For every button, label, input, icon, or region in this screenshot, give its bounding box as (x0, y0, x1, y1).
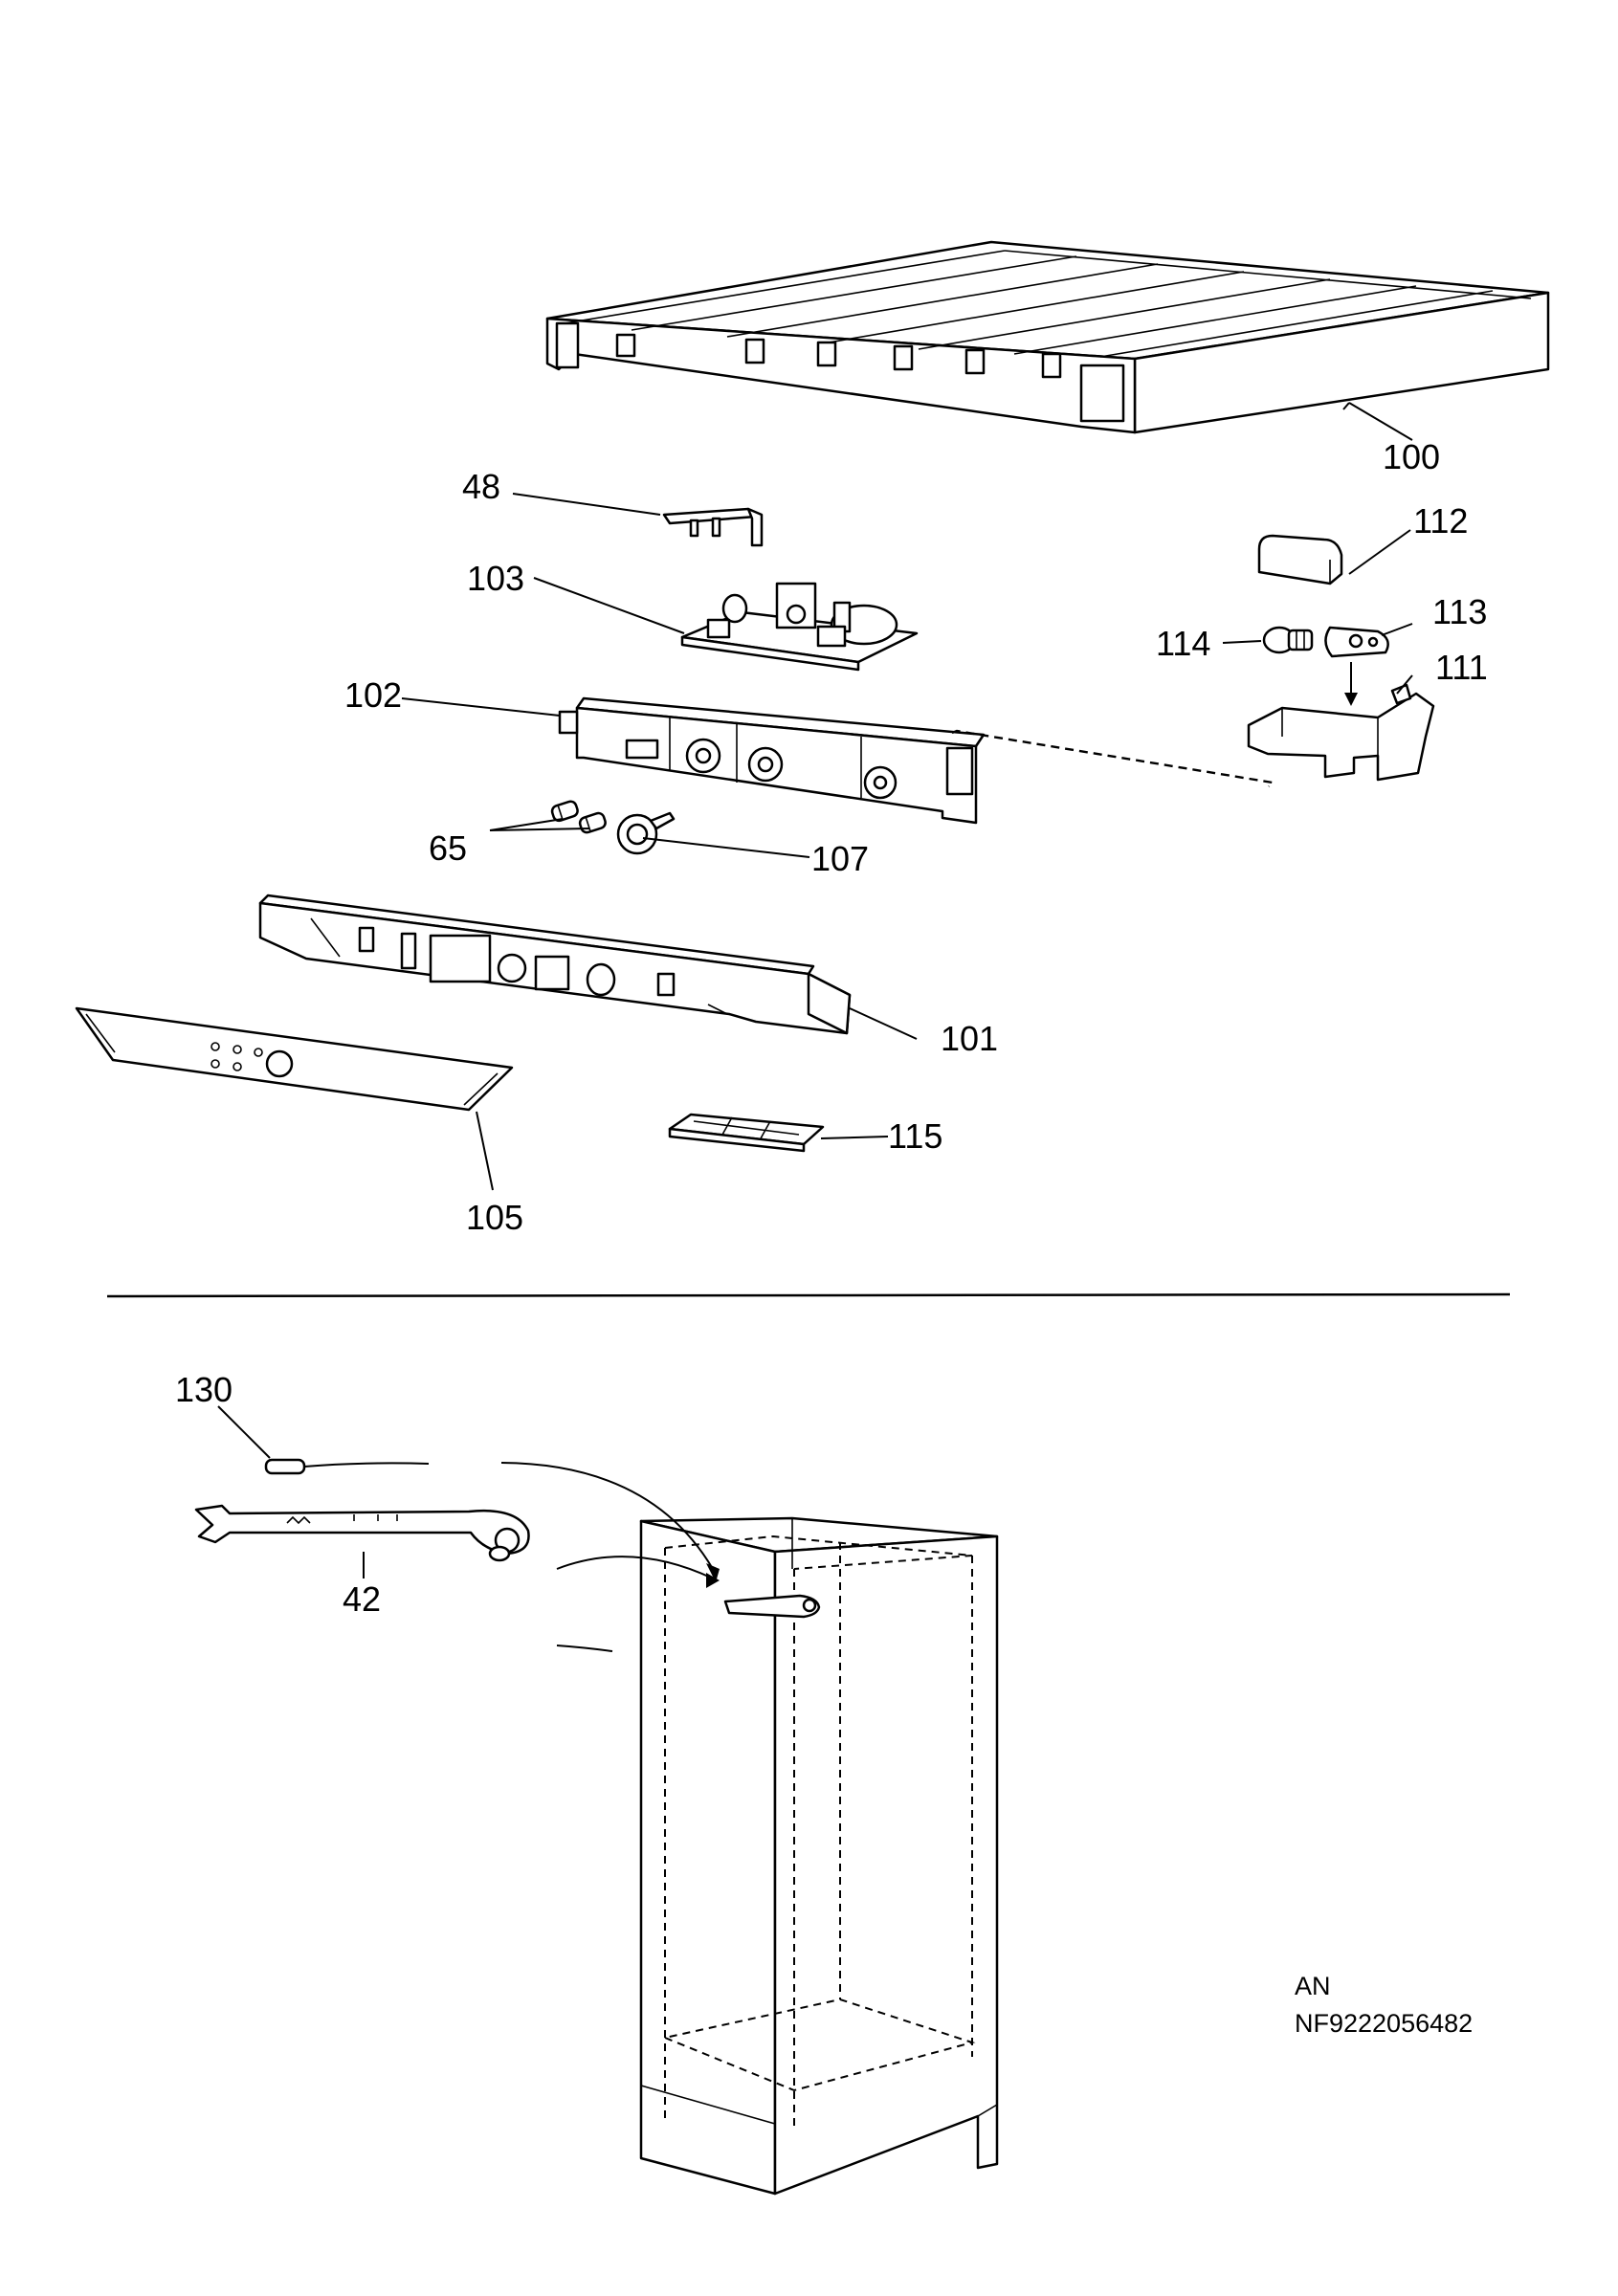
callout-101: 101 (941, 1019, 998, 1058)
cabinet (639, 1516, 999, 2196)
part-113-lamp-holder (1324, 626, 1389, 658)
callout-65: 65 (429, 828, 467, 868)
part-112-cap (1257, 534, 1343, 585)
callout-105: 105 (466, 1198, 523, 1237)
callout-130: 130 (175, 1370, 233, 1409)
callout-107: 107 (811, 839, 869, 878)
callout-48: 48 (462, 467, 500, 506)
part-107-knob (616, 811, 676, 855)
drawing-code: AN NF9222056482 (1295, 1972, 1473, 2038)
section-separator (106, 1292, 1511, 1298)
callout-103: 103 (467, 559, 524, 598)
part-105-decor-panel (75, 1006, 514, 1112)
drawing-code-line-2: NF9222056482 (1295, 2009, 1473, 2038)
part-100-top-panel (545, 240, 1550, 434)
part-48-pin-strip (662, 507, 764, 547)
callout-111: 111 (1435, 648, 1488, 687)
part-103-circuit-board (680, 582, 919, 672)
part-42-spray-arm (194, 1504, 530, 1562)
drawing-code-line-1: AN (1295, 1972, 1331, 2000)
part-65-buttons (550, 800, 607, 834)
part-111-lamp-housing (1247, 683, 1435, 782)
leader-lines (217, 402, 1413, 1578)
part-102-control-housing (558, 696, 986, 825)
callout-42: 42 (343, 1579, 381, 1619)
callout-115: 115 (888, 1116, 942, 1156)
callout-labels: 100 48 103 102 65 107 101 105 115 112 11… (175, 437, 1488, 1619)
mounted-spray-arm (723, 1594, 821, 1619)
callout-100: 100 (1383, 437, 1440, 476)
callout-102: 102 (344, 675, 402, 715)
callout-113: 113 (1432, 592, 1487, 631)
part-130-sensor (264, 1458, 430, 1475)
callout-114: 114 (1156, 624, 1210, 663)
part-114-lamp (1262, 626, 1314, 654)
insert-arrow (1344, 662, 1358, 706)
part-101-control-panel (258, 894, 852, 1035)
dashed-connector (951, 729, 1275, 787)
part-115-tray (668, 1113, 825, 1153)
assembly-arrows (500, 1462, 720, 1652)
callout-112: 112 (1413, 501, 1468, 541)
